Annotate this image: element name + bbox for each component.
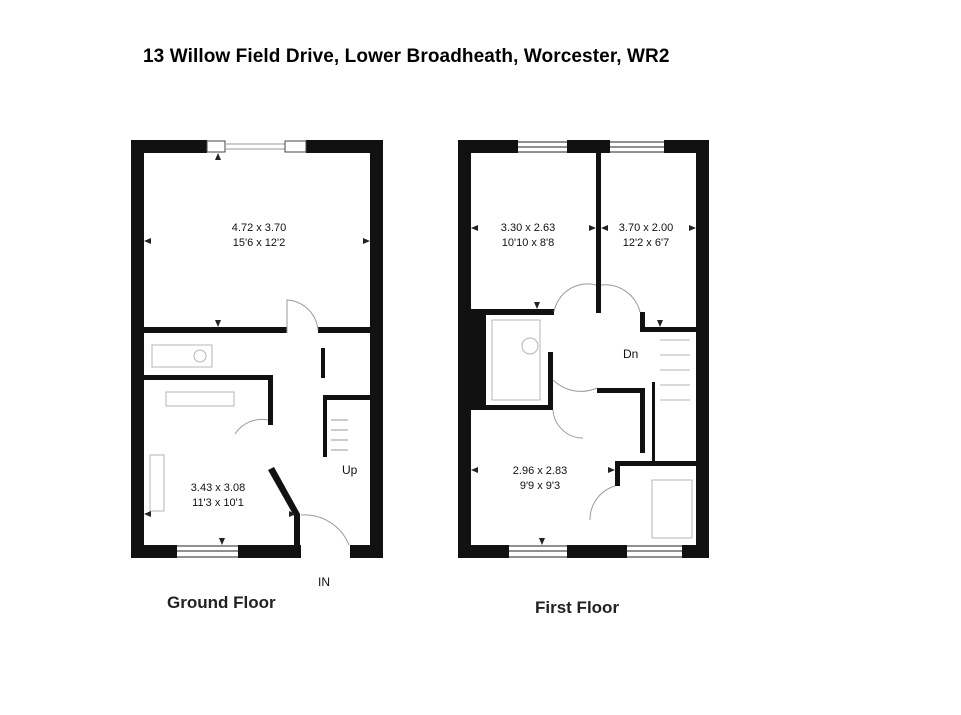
ff-stair-rail	[652, 382, 655, 464]
ff-fixtures	[491, 319, 693, 539]
gf-stairs-up-label: Up	[342, 463, 358, 477]
ff-ensuite-top-wall	[615, 461, 696, 466]
gf-top-window	[206, 140, 307, 153]
gf-angled-wall	[268, 467, 300, 545]
ff-wall-top-right	[664, 140, 709, 153]
ff-landing-wall	[597, 388, 645, 393]
ff-bedroom2-wall	[640, 327, 696, 332]
ff-bathroom-left-wall	[471, 315, 486, 409]
gf-wall-right	[370, 140, 383, 558]
gf-kitchen-door-swing	[234, 418, 269, 435]
gf-cupboard-wall	[326, 395, 370, 400]
ff-wall-top-left	[458, 140, 518, 153]
first-floor-label: First Floor	[535, 598, 619, 617]
ff-ensuite-left-wall	[615, 461, 620, 486]
ff-landing-door-swings	[552, 283, 641, 521]
gf-stair-lines	[331, 419, 348, 451]
gf-wall-bottom-mid	[238, 545, 301, 558]
ff-dimension-arrows	[471, 225, 696, 545]
ff-wall-top-mid	[567, 140, 610, 153]
ff-stairs-down-label: Dn	[623, 347, 638, 361]
gf-front-door-swing	[300, 514, 350, 546]
gf-kitchen-fixtures	[149, 344, 235, 512]
ff-room3-metric: 2.96 x 2.83	[513, 465, 567, 477]
ff-room2-imperial: 12'2 x 6'7	[623, 237, 669, 249]
gf-kitchen-wall-vertical	[268, 375, 273, 425]
ff-wall-right	[696, 140, 709, 558]
gf-partition-left	[144, 327, 287, 333]
gf-wall-bottom-left	[131, 545, 177, 558]
gf-wall-top-right	[306, 140, 383, 153]
ff-bedroom1-wall	[471, 309, 554, 315]
ff-bedroom-divider	[596, 153, 601, 313]
ff-room2-metric: 3.70 x 2.00	[619, 222, 673, 234]
gf-room1-metric: 4.72 x 3.70	[232, 222, 286, 234]
ff-room3-imperial: 9'9 x 9'3	[520, 480, 560, 492]
gf-room2-metric: 3.43 x 3.08	[191, 482, 245, 494]
ff-room1-metric: 3.30 x 2.63	[501, 222, 555, 234]
gf-bottom-window	[177, 545, 238, 558]
gf-wall-bottom-right	[350, 545, 383, 558]
gf-entrance-label: IN	[318, 575, 330, 589]
ff-room1-imperial: 10'10 x 8'8	[502, 237, 555, 249]
ff-bathroom-bottom-wall	[471, 405, 553, 410]
ff-wall-bottom-mid	[567, 545, 627, 558]
gf-partition-right	[318, 327, 370, 333]
gf-wall-left	[131, 140, 144, 558]
property-address-title: 13 Willow Field Drive, Lower Broadheath,…	[143, 46, 670, 67]
gf-room1-imperial: 15'6 x 12'2	[233, 237, 286, 249]
gf-lounge-door-swing	[286, 299, 319, 333]
ff-wall-bottom-left	[458, 545, 509, 558]
gf-room2-imperial: 11'3 x 10'1	[192, 497, 244, 509]
gf-kitchen-wall	[144, 375, 272, 380]
ff-landing-wall-vertical	[640, 388, 645, 453]
ground-floor-plan: 4.72 x 3.70 15'6 x 12'2 3.43 x 3.08 11'3…	[131, 140, 383, 612]
ff-windows	[509, 141, 682, 558]
ff-wall-left	[458, 140, 471, 558]
first-floor-plan: 3.30 x 2.63 10'10 x 8'8 3.70 x 2.00 12'2…	[458, 140, 709, 617]
gf-wall-top-left	[131, 140, 207, 153]
ff-bedroom2-wall-stub	[640, 312, 645, 332]
gf-dimension-arrows	[144, 153, 370, 545]
gf-stair-wall	[321, 348, 325, 378]
ff-wall-bottom-right	[682, 545, 709, 558]
gf-cupboard-wall-vertical	[323, 395, 327, 457]
ff-bathroom-right-wall	[548, 352, 553, 409]
ground-floor-label: Ground Floor	[167, 593, 276, 612]
